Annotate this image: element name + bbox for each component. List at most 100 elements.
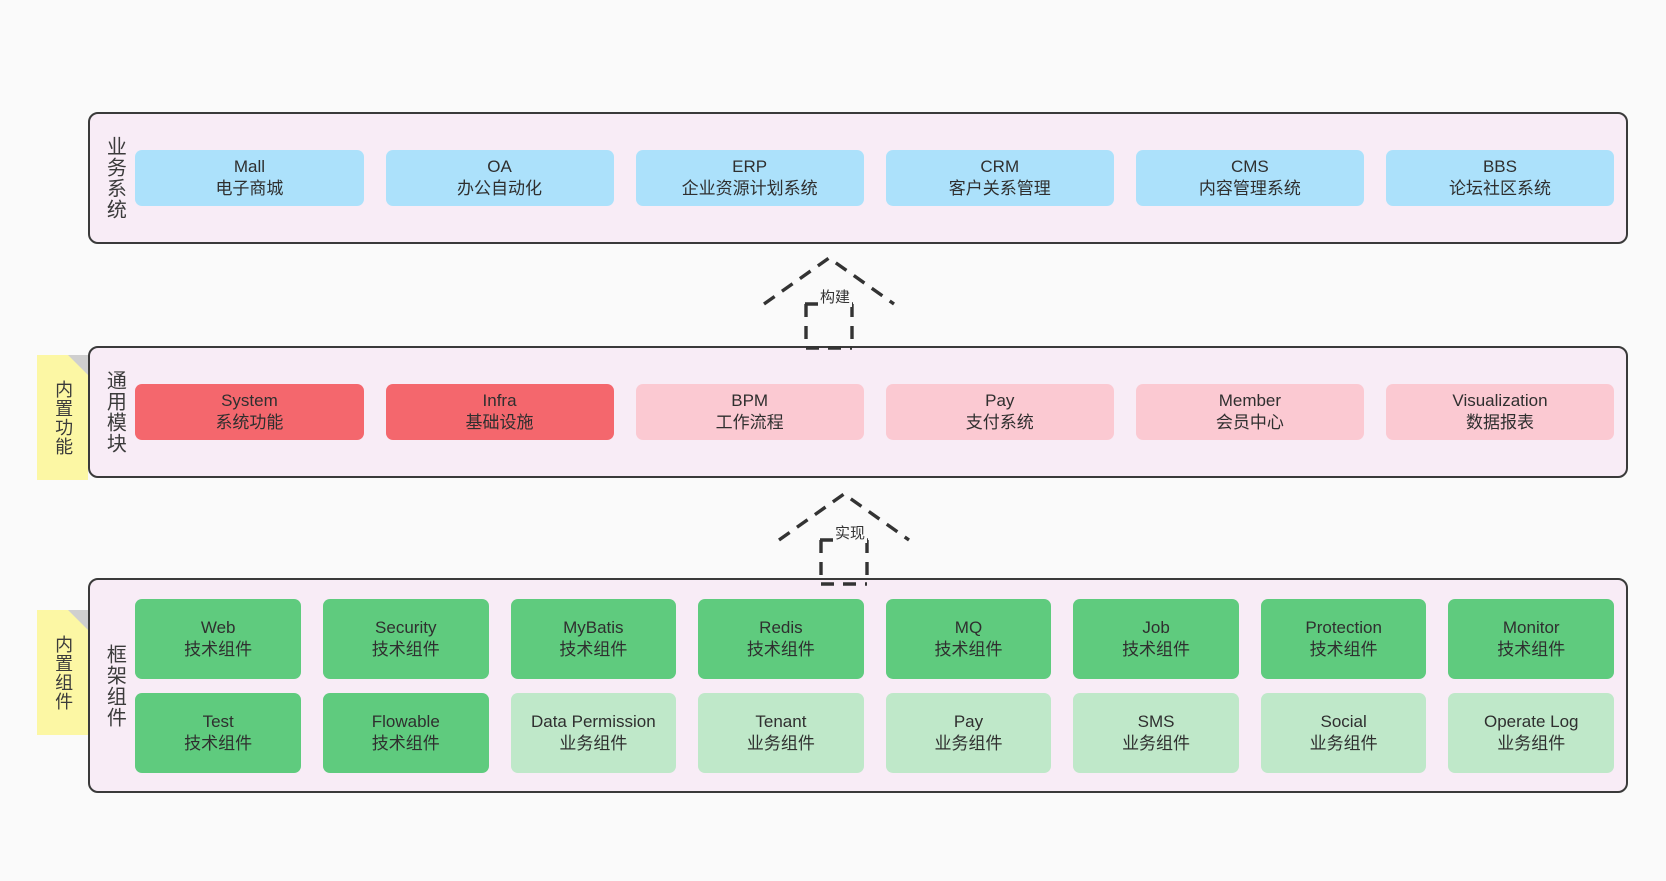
card-job[interactable]: Job 技术组件 xyxy=(1073,598,1239,679)
layer-title-business-systems: 业务系统 xyxy=(103,136,126,220)
card-subtitle: 内容管理系统 xyxy=(1198,179,1301,198)
card-crm[interactable]: CRM 客户关系管理 xyxy=(885,150,1114,206)
card-infra[interactable]: Infra 基础设施 xyxy=(385,384,614,440)
card-subtitle: 技术组件 xyxy=(184,733,253,753)
card-subtitle: 业务组件 xyxy=(559,733,628,753)
card-title: Redis xyxy=(759,617,803,637)
layer-business-systems: 业务系统 Mall 电子商城 OA 办公自动化 ERP 企业资源计划系统 CRM… xyxy=(88,112,1628,244)
card-system[interactable]: System 系统功能 xyxy=(135,384,364,440)
card-subtitle: 业务组件 xyxy=(1122,733,1191,753)
card-subtitle: 客户关系管理 xyxy=(948,179,1051,198)
layer-title-framework-components: 框架组件 xyxy=(103,643,126,728)
card-operate-log[interactable]: Operate Log 业务组件 xyxy=(1448,692,1615,773)
connector-build: 构建 xyxy=(760,252,900,350)
card-row: Mall 电子商城 OA 办公自动化 ERP 企业资源计划系统 CRM 客户关系… xyxy=(135,150,1615,206)
card-title: BPM xyxy=(731,391,769,411)
card-title: CRM xyxy=(980,157,1020,177)
card-protection[interactable]: Protection 技术组件 xyxy=(1260,598,1427,679)
card-visualization[interactable]: Visualization 数据报表 xyxy=(1385,384,1615,440)
card-test[interactable]: Test 技术组件 xyxy=(135,692,301,773)
card-title: Pay xyxy=(953,711,984,731)
card-title: System xyxy=(221,391,278,411)
card-title: Monitor xyxy=(1502,617,1560,637)
card-grid-common-modules: System 系统功能 Infra 基础设施 BPM 工作流程 Pay 支付系统… xyxy=(131,348,1626,476)
card-subtitle: 数据报表 xyxy=(1465,413,1534,432)
card-web[interactable]: Web 技术组件 xyxy=(135,598,301,679)
card-row: System 系统功能 Infra 基础设施 BPM 工作流程 Pay 支付系统… xyxy=(135,384,1615,440)
card-subtitle: 论坛社区系统 xyxy=(1448,179,1551,198)
card-title: Mall xyxy=(233,157,266,177)
card-title: BBS xyxy=(1482,157,1517,177)
card-bbs[interactable]: BBS 论坛社区系统 xyxy=(1385,150,1615,206)
connector-label-implement: 实现 xyxy=(833,522,868,543)
card-subtitle: 业务组件 xyxy=(1497,733,1566,753)
card-mall[interactable]: Mall 电子商城 xyxy=(135,150,364,206)
card-subtitle: 业务组件 xyxy=(746,733,815,753)
card-subtitle: 工作流程 xyxy=(715,413,784,432)
card-data-permission[interactable]: Data Permission 业务组件 xyxy=(510,692,677,773)
card-subtitle: 技术组件 xyxy=(371,733,440,753)
card-subtitle: 基础设施 xyxy=(465,413,534,432)
card-subtitle: 会员中心 xyxy=(1215,413,1284,432)
sticky-note-builtin-components: 内置组件 xyxy=(37,610,88,735)
card-member[interactable]: Member 会员中心 xyxy=(1135,384,1364,440)
card-grid-business-systems: Mall 电子商城 OA 办公自动化 ERP 企业资源计划系统 CRM 客户关系… xyxy=(131,114,1626,242)
card-social[interactable]: Social 业务组件 xyxy=(1260,692,1427,773)
card-redis[interactable]: Redis 技术组件 xyxy=(698,598,864,679)
card-oa[interactable]: OA 办公自动化 xyxy=(385,150,614,206)
sticky-note-builtin-features: 内置功能 xyxy=(37,355,88,480)
connector-label-build: 构建 xyxy=(818,286,853,307)
card-title: Tenant xyxy=(755,711,807,731)
card-subtitle: 业务组件 xyxy=(934,733,1003,753)
card-mq[interactable]: MQ 技术组件 xyxy=(885,598,1052,679)
card-subtitle: 技术组件 xyxy=(371,639,440,659)
card-title: MQ xyxy=(954,617,983,637)
sticky-note-label: 内置组件 xyxy=(53,634,74,711)
card-subtitle: 系统功能 xyxy=(215,413,284,432)
page-fold-icon xyxy=(68,355,88,375)
card-row: Test 技术组件 Flowable 技术组件 Data Permission … xyxy=(135,692,1615,773)
card-title: SMS xyxy=(1137,711,1175,731)
card-title: OA xyxy=(487,157,512,177)
card-title: CMS xyxy=(1230,157,1269,177)
card-title: Visualization xyxy=(1452,391,1548,411)
card-tenant[interactable]: Tenant 业务组件 xyxy=(698,692,864,773)
card-title: Test xyxy=(202,711,234,731)
card-grid-framework-components: Web 技术组件 Security 技术组件 MyBatis 技术组件 Redi… xyxy=(131,580,1626,791)
layer-title-common-modules: 通用模块 xyxy=(103,370,126,454)
card-mybatis[interactable]: MyBatis 技术组件 xyxy=(510,598,677,679)
card-title: MyBatis xyxy=(563,617,624,637)
card-title: Social xyxy=(1320,711,1367,731)
card-title: Web xyxy=(200,617,236,637)
card-monitor[interactable]: Monitor 技术组件 xyxy=(1448,598,1615,679)
card-pay[interactable]: Pay 支付系统 xyxy=(885,384,1114,440)
card-title: Data Permission xyxy=(530,711,656,731)
sticky-note-label: 内置功能 xyxy=(53,379,74,456)
card-title: Job xyxy=(1142,617,1170,637)
card-title: Member xyxy=(1218,391,1282,411)
card-title: ERP xyxy=(732,157,768,177)
card-erp[interactable]: ERP 企业资源计划系统 xyxy=(635,150,864,206)
card-bpm[interactable]: BPM 工作流程 xyxy=(635,384,864,440)
card-flowable[interactable]: Flowable 技术组件 xyxy=(322,692,489,773)
card-title: Pay xyxy=(985,391,1015,411)
card-title: Security xyxy=(375,617,437,637)
card-title: Protection xyxy=(1305,617,1382,637)
card-title: Flowable xyxy=(371,711,440,731)
card-subtitle: 技术组件 xyxy=(1122,639,1191,659)
card-subtitle: 技术组件 xyxy=(934,639,1003,659)
card-pay-component[interactable]: Pay 业务组件 xyxy=(885,692,1052,773)
card-subtitle: 支付系统 xyxy=(965,413,1034,432)
card-subtitle: 技术组件 xyxy=(746,639,815,659)
card-subtitle: 企业资源计划系统 xyxy=(681,179,818,198)
card-row: Web 技术组件 Security 技术组件 MyBatis 技术组件 Redi… xyxy=(135,598,1615,679)
card-title: Infra xyxy=(482,391,517,411)
card-cms[interactable]: CMS 内容管理系统 xyxy=(1135,150,1364,206)
card-security[interactable]: Security 技术组件 xyxy=(322,598,489,679)
card-title: Operate Log xyxy=(1483,711,1579,731)
layer-common-modules: 通用模块 System 系统功能 Infra 基础设施 BPM 工作流程 Pay… xyxy=(88,346,1628,478)
card-sms[interactable]: SMS 业务组件 xyxy=(1073,692,1239,773)
layer-framework-components: 框架组件 Web 技术组件 Security 技术组件 MyBatis 技术组件… xyxy=(88,578,1628,793)
card-subtitle: 业务组件 xyxy=(1309,733,1378,753)
